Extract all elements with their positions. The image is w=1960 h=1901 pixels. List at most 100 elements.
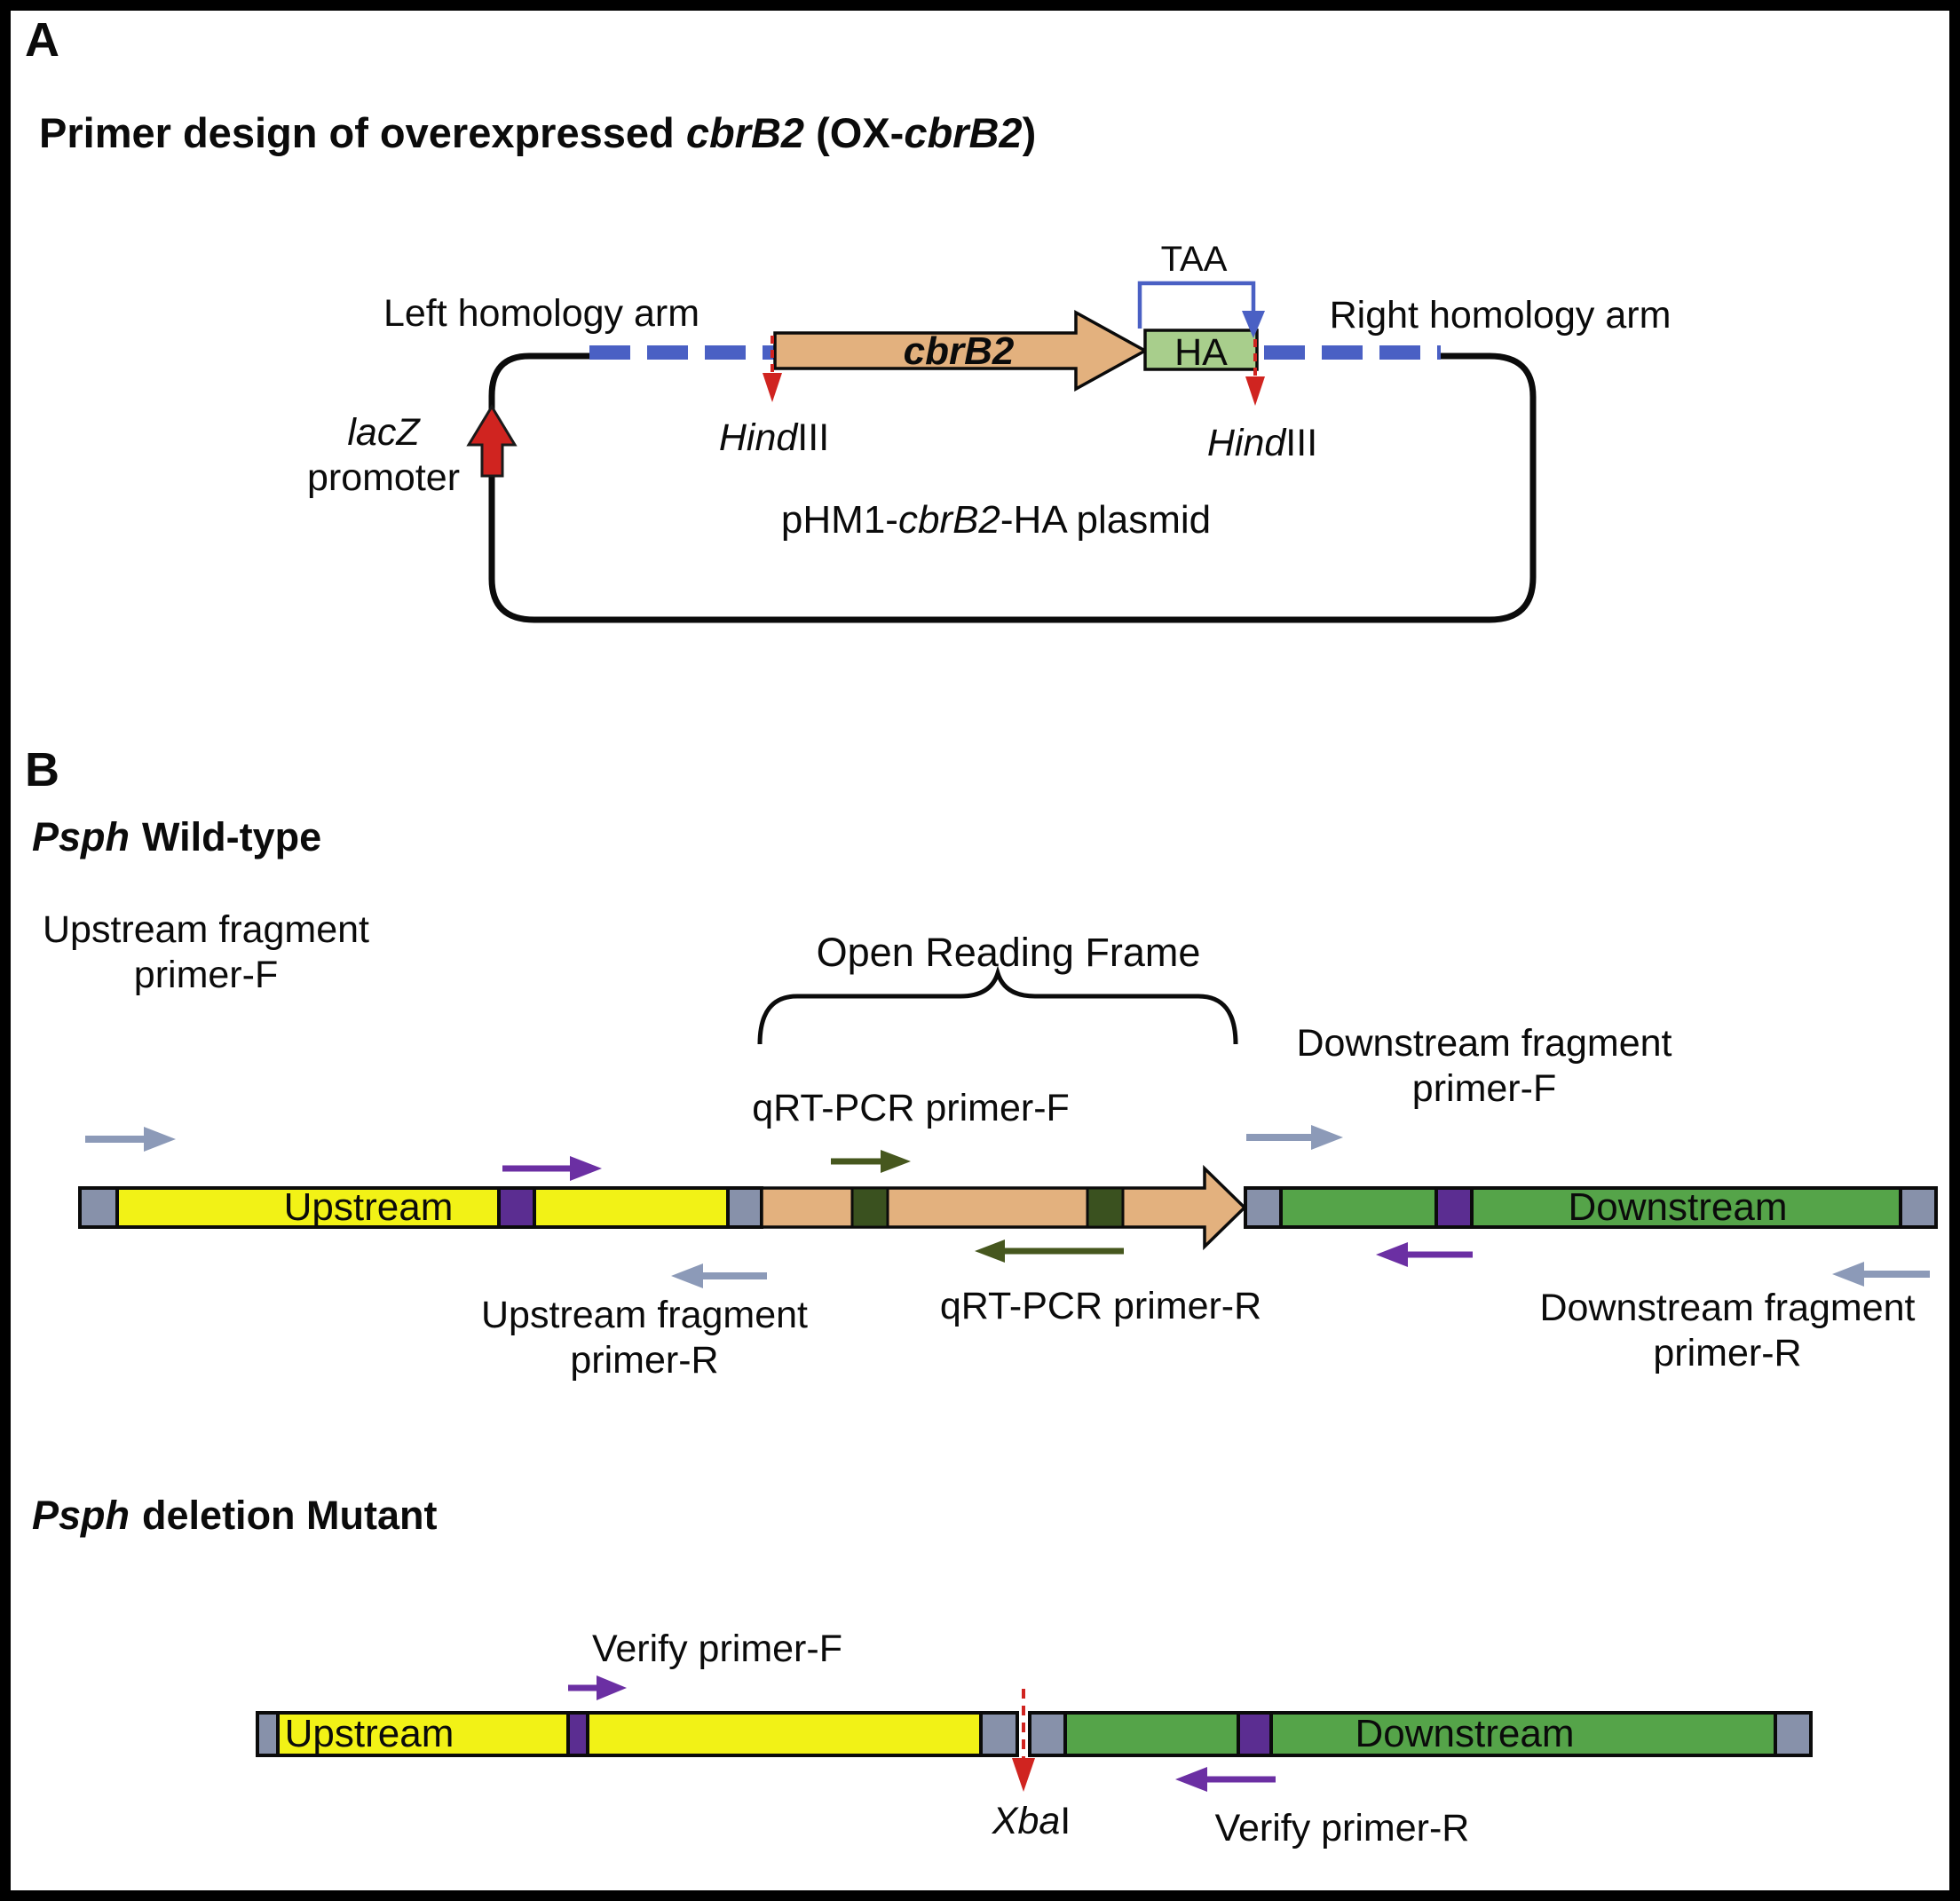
label-line-1: Downstream fragment [1296,1022,1672,1065]
orf-brace [757,965,1238,1045]
wt-upstream-primer-site-segment [497,1186,536,1229]
lacz-promoter-arrow [466,404,518,478]
wt-junction-right-segment [1244,1186,1283,1229]
plasmid-gene-name: cbrB2 [897,498,1000,542]
upstream-fragment-primer-r-label: Upstream fragment primer-R [481,1293,808,1382]
verify-primer-f-arrow [568,1675,627,1700]
verify-primer-r-label: Verify primer-R [1214,1807,1470,1850]
taa-arrow-icon [1242,311,1265,338]
mut-right-cap-segment [1774,1711,1813,1757]
hindiii-right-cut-arrow-icon [1245,376,1265,406]
arrow-head-icon [881,1150,911,1173]
hindiii-roman-part: III [797,416,830,459]
wt-upstream-segment-2 [533,1186,730,1229]
arrow-head-icon [671,1263,703,1288]
xbai-roman-part: I [1060,1800,1071,1842]
xbai-cut-arrow-icon [1012,1758,1035,1792]
plasmid-name-post: -HA plasmid [1000,498,1212,542]
wt-left-cap-segment [78,1186,119,1229]
label-line-1: Upstream fragment [42,908,370,951]
qrt-pcr-primer-f-arrow [831,1150,911,1173]
taa-stop-codon-label: TAA [1160,240,1228,279]
orf-label: Open Reading Frame [816,930,1201,975]
xbai-site-label: XbaI [992,1799,1071,1844]
arrow-head-icon [975,1240,1005,1263]
arrow-head-icon [1175,1767,1207,1792]
wt-downstream-segment [1279,1186,1438,1229]
hindiii-left-cut-arrow-icon [763,373,782,402]
hindiii-left-label: HindIII [719,416,829,461]
mut-upstream-bar-label: Upstream [284,1712,454,1755]
wt-qrt-target-segment-2 [1086,1186,1125,1229]
hindiii-roman-part: III [1285,422,1318,464]
title-gene-name: cbrB2 [685,109,805,156]
plasmid-name-pre: pHM1- [780,498,898,542]
hindiii-italic-part: Hind [718,416,798,459]
mut-upstream-segment [276,1711,570,1757]
downstream-fragment-primer-r-label: Downstream fragment primer-R [1540,1286,1916,1375]
qrt-pcr-primer-r-arrow [975,1240,1124,1263]
species-name: Psph [32,814,130,859]
wt-orf-gene-arrow [760,1164,1247,1251]
ha-tag-label: HA [1174,331,1228,374]
mut-upstream-segment-2 [586,1711,983,1757]
wt-downstream-segment-2 [1470,1186,1902,1229]
qrt-pcr-primer-f-label: qRT-PCR primer-F [752,1087,1070,1129]
wt-junction-left-segment [726,1186,763,1229]
panel-b-label: B [25,743,59,796]
cbrb2-gene-arrow [773,310,1149,392]
mut-left-cap-segment [256,1711,280,1757]
mutant-heading: Psph deletion Mutant [32,1492,438,1539]
downstream-fragment-primer-r-arrow [1832,1262,1930,1287]
panel-a-title: Primer design of overexpressed cbrB2 (OX… [39,108,1036,157]
wt-downstream-primer-site-segment [1434,1186,1474,1229]
mut-downstream-segment [1063,1711,1240,1757]
mutant-locus-bar [256,1711,1813,1757]
verify-primer-f-label: Verify primer-F [592,1628,842,1670]
xbai-italic-part: Xba [992,1800,1061,1842]
right-homology-arm-label: Right homology arm [1329,294,1672,337]
hindiii-italic-part: Hind [1206,422,1286,464]
downstream-fragment-primer-f-label: Downstream fragment primer-F [1297,1021,1672,1111]
cbrb2-gene-label: cbrB2 [903,329,1015,373]
qrt-pcr-primer-r-label: qRT-PCR primer-R [939,1285,1262,1327]
wt-downstream-bar-label: Downstream [1568,1185,1788,1229]
wildtype-word: Wild-type [142,814,322,859]
left-homology-arm-label: Left homology arm [383,292,700,335]
mutant-word: deletion Mutant [142,1493,438,1538]
mut-junction-right-segment [1028,1711,1067,1757]
species-name: Psph [32,1493,130,1538]
label-line-1: Upstream fragment [480,1294,809,1336]
title-text: Primer design of overexpressed [39,109,686,156]
label-line-2: primer-F [133,953,279,996]
arrow-head-icon [144,1127,176,1152]
upstream-fragment-primer-f-label: Upstream fragment primer-F [43,907,369,997]
promoter-word: promoter [306,455,461,499]
mut-downstream-primer-site-segment [1237,1711,1273,1757]
lacz-promoter-label: lacZ promoter [307,410,460,500]
title-text-3: ) [1022,109,1037,156]
wt-right-cap-segment [1899,1186,1938,1229]
panel-a-label: A [25,13,59,67]
arrow-head-icon [1376,1242,1408,1267]
lacz-gene-name: lacZ [347,411,420,454]
title-gene-name-2: cbrB2 [904,109,1023,156]
wt-upstream-bar-label: Upstream [283,1185,454,1229]
label-line-1: Downstream fragment [1539,1287,1916,1329]
wt-upstream-purple-primer-arrow [502,1156,602,1181]
verify-primer-r-arrow [1175,1767,1276,1792]
wt-downstream-purple-primer-arrow [1376,1242,1473,1267]
label-line-2: primer-R [570,1338,719,1382]
hindiii-right-label: HindIII [1207,421,1317,466]
plasmid-name-label: pHM1-cbrB2-HA plasmid [781,497,1211,543]
label-line-2: primer-R [1653,1331,1802,1374]
taa-bracket [1137,281,1256,329]
arrow-head-icon [570,1156,602,1181]
wildtype-locus-bar [78,1164,1938,1251]
mut-junction-left-segment [979,1711,1019,1757]
title-text-2: (OX- [804,109,905,156]
arrow-head-icon [597,1675,627,1700]
wildtype-heading: Psph Wild-type [32,813,321,860]
downstream-fragment-primer-f-arrow [1246,1125,1343,1150]
